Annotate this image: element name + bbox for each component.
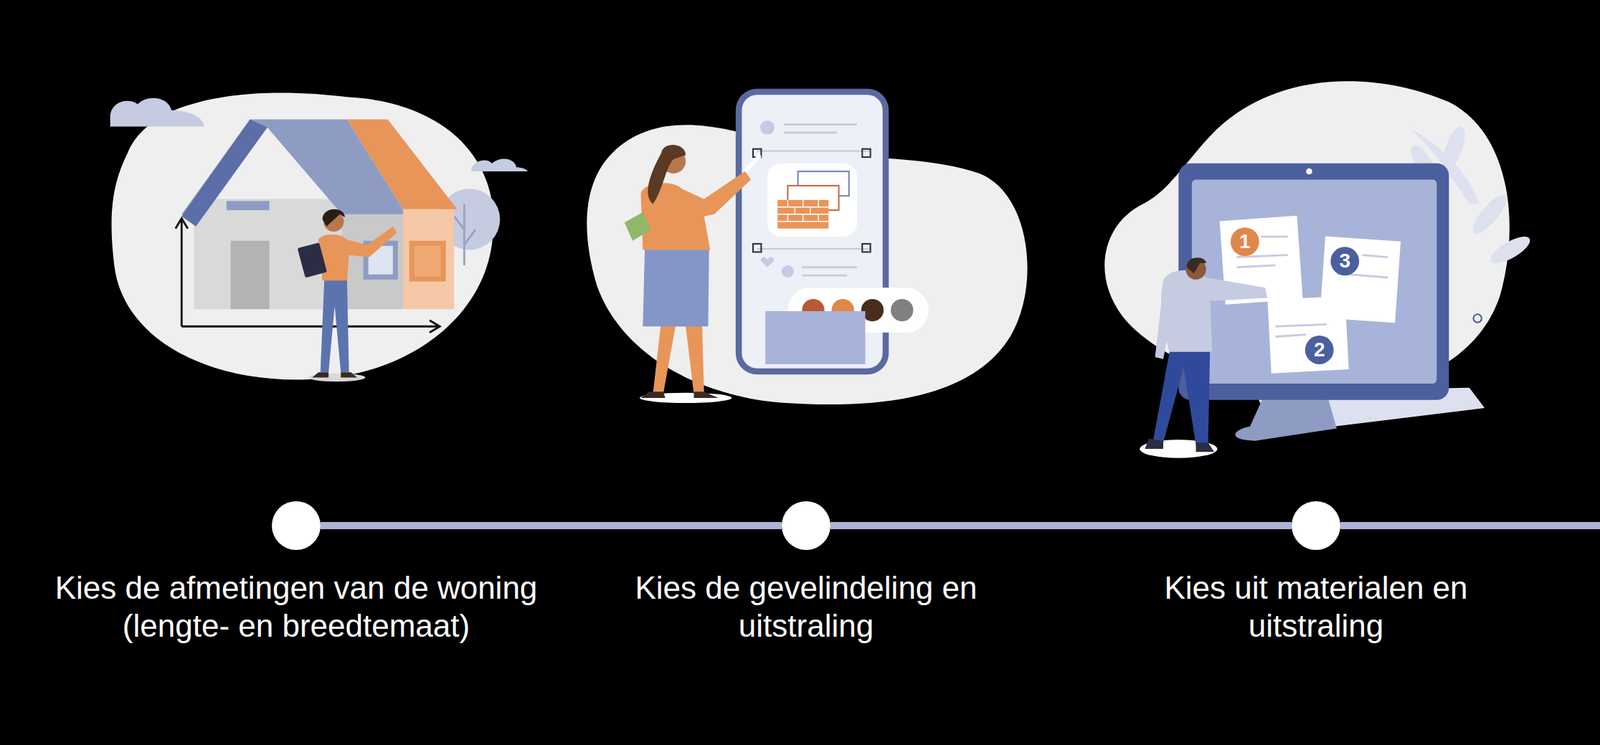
step-caption: Kies de afmetingen van de woning (lengte… [23, 568, 569, 645]
monitor-illustration [1104, 81, 1534, 459]
timeline-tail [1340, 522, 1600, 530]
timeline-step: Kies de afmetingen van de woning (lengte… [23, 501, 569, 745]
callout-number: 3 [1330, 246, 1360, 276]
timeline-dot [1291, 501, 1341, 551]
timeline-step: Kies uit materialen en uitstraling [1158, 501, 1474, 745]
house-illustration [110, 92, 528, 382]
timeline-step: Kies de gevelindeling en uitstraling [605, 501, 1007, 745]
timeline-connector [320, 522, 782, 530]
callout-number: 2 [1305, 335, 1334, 365]
step-caption: Kies de gevelindeling en uitstraling [605, 568, 1007, 645]
timeline-connector [830, 522, 1292, 530]
timeline-dot [781, 501, 831, 551]
timeline-dot [271, 501, 321, 551]
phone-illustration [586, 91, 1027, 405]
step-caption: Kies uit materialen en uitstraling [1158, 568, 1474, 645]
callout-number: 1 [1230, 227, 1260, 257]
